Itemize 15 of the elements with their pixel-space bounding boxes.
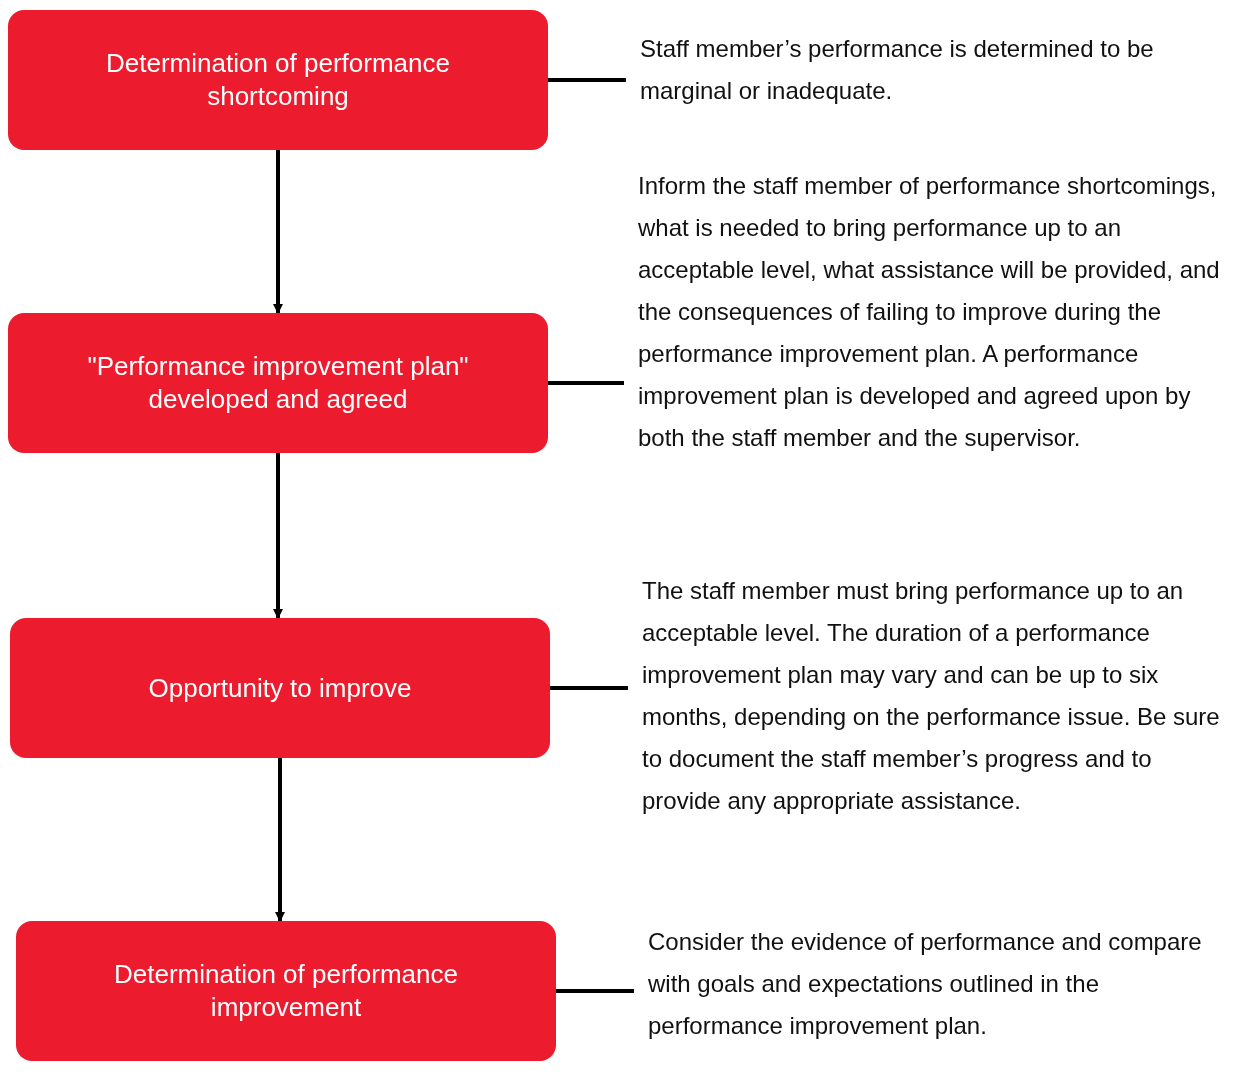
connector-line bbox=[548, 78, 626, 82]
description-text: The staff member must bring performance up to an acceptable level. The duration of a performance improvement plan may vary and can be up to six months, depending on the performance issue. Be sure to document the staff member’s progress and to provide any appropriate assistance. bbox=[628, 570, 1232, 822]
connector-line bbox=[556, 989, 634, 993]
description-text: Consider the evidence of performance and compare with goals and expectations outlined in the performance improvement plan. bbox=[634, 921, 1224, 1047]
arrow bbox=[273, 453, 283, 619]
arrow bbox=[275, 758, 285, 922]
process-box: Opportunity to improve bbox=[10, 618, 550, 758]
description-text: Inform the staff member of performance shortcomings, what is needed to bring performance up to an acceptable level, what assistance will be provided, and the consequences of failing to improve during the performance improvement plan. A performance improvement plan is developed and agreed upon by both the staff member and the supervisor. bbox=[624, 165, 1240, 459]
process-box: Determination of performance shortcoming bbox=[8, 10, 548, 150]
process-box: "Performance improvement plan" developed and agreed bbox=[8, 313, 548, 453]
process-box: Determination of performance improvement bbox=[16, 921, 556, 1061]
arrow bbox=[273, 150, 283, 314]
description-text: Staff member’s performance is determined to be marginal or inadequate. bbox=[626, 28, 1238, 112]
connector-line bbox=[550, 686, 628, 690]
connector-line bbox=[548, 381, 624, 385]
